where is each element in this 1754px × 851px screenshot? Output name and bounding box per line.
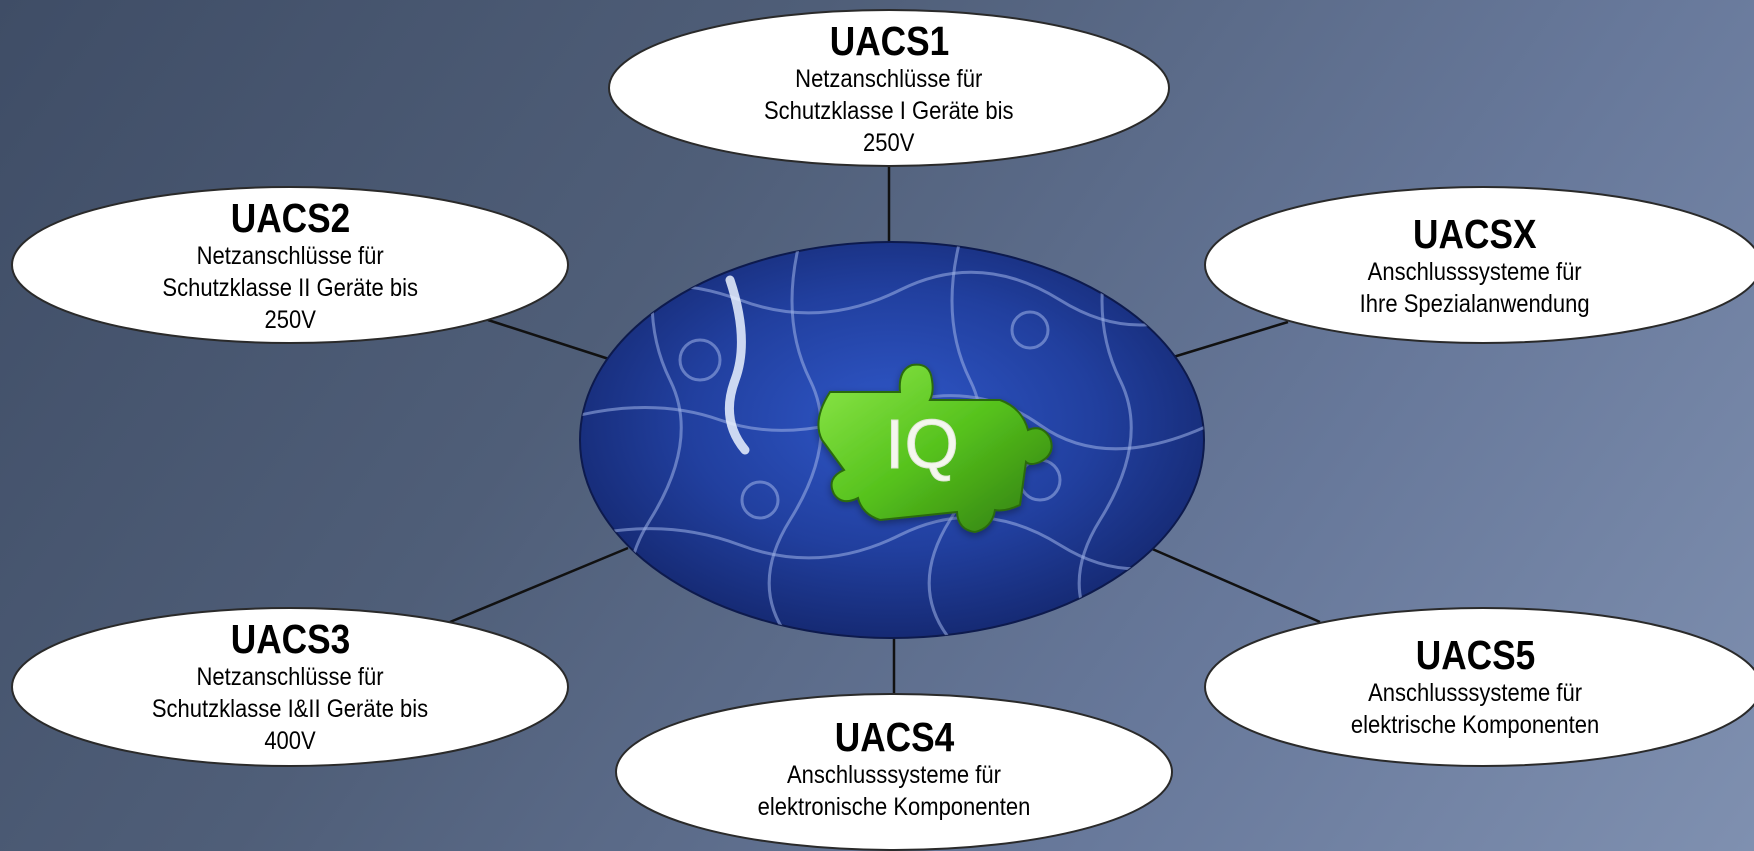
node-uacsx: UACSX Anschlusssysteme für Ihre Speziala…: [1205, 189, 1745, 343]
center-image: IQ: [579, 241, 1205, 639]
glow-streak: [724, 275, 750, 455]
node-description: Netzanschlüsse für Schutzklasse II Gerät…: [162, 242, 418, 334]
node-title: UACS2: [230, 195, 350, 241]
node-description: Anschlusssysteme für Ihre Spezialanwendu…: [1360, 258, 1590, 318]
connector-uacs3: [449, 546, 629, 624]
node-uacs2-shape: [11, 186, 569, 344]
node-uacs4: UACS4 Anschlusssysteme für elektronische…: [616, 694, 1172, 844]
connector-lines: [449, 165, 1321, 698]
node-description: Netzanschlüsse für Schutzklasse I Geräte…: [764, 65, 1014, 157]
iq-logo-text: IQ: [885, 405, 959, 483]
node-uacs3-shape: [11, 607, 569, 767]
node-uacs1: UACS1 Netzanschlüsse für Schutzklasse I …: [609, 12, 1169, 166]
node-description: Anschlusssysteme für elektronische Kompo…: [757, 761, 1031, 821]
node-description: Netzanschlüsse für Schutzklasse I&II Ger…: [151, 663, 429, 755]
node-uacs2: UACS2 Netzanschlüsse für Schutzklasse II…: [12, 189, 568, 343]
connector-uacs5: [1149, 546, 1321, 624]
node-uacs3: UACS3 Netzanschlüsse für Schutzklasse I&…: [12, 608, 568, 766]
node-title: UACS4: [834, 714, 954, 760]
node-title: UACS3: [230, 616, 350, 662]
connector-uacs2: [487, 318, 613, 362]
node-shapes: [11, 9, 1754, 851]
node-description: Anschlusssysteme für elektrische Kompone…: [1350, 679, 1600, 739]
puzzle-piece: [817, 363, 1053, 534]
node-title: UACS1: [829, 18, 949, 64]
node-uacs1-shape: [608, 9, 1170, 167]
node-uacs5: UACS5 Anschlusssysteme für elektrische K…: [1205, 608, 1745, 766]
node-uacs5-shape: [1204, 607, 1754, 767]
node-title: UACSX: [1413, 211, 1537, 257]
node-title: UACS5: [1415, 632, 1535, 678]
connector-uacsx: [1169, 320, 1289, 360]
node-uacs4-shape: [615, 693, 1173, 851]
node-uacsx-shape: [1204, 186, 1754, 344]
